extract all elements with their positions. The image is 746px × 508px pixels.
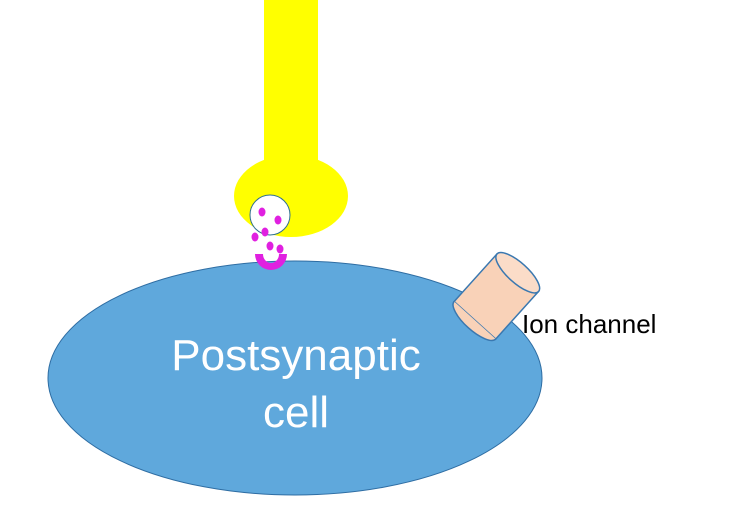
synaptic-vesicle — [249, 194, 291, 236]
cell-label-line2: cell — [263, 388, 329, 437]
neurotransmitter-group — [251, 207, 284, 254]
axon-bouton — [234, 155, 348, 237]
presynaptic-axon-terminal — [234, 0, 348, 237]
ion-channel — [452, 251, 541, 342]
ion-channel-bottom — [452, 301, 497, 342]
neurotransmitter — [266, 241, 274, 251]
axon-shaft — [264, 0, 318, 175]
neurotransmitter — [258, 207, 266, 217]
neurotransmitter — [274, 215, 282, 225]
cell-label-line1: Postsynaptic — [171, 331, 420, 380]
receptor — [255, 254, 287, 270]
ion-channel-top — [495, 251, 541, 294]
neurotransmitter — [276, 244, 284, 254]
postsynaptic-cell — [47, 260, 543, 496]
neurotransmitter — [251, 232, 259, 242]
neurotransmitter — [261, 227, 269, 237]
ion-channel-label: Ion channel — [522, 309, 656, 339]
